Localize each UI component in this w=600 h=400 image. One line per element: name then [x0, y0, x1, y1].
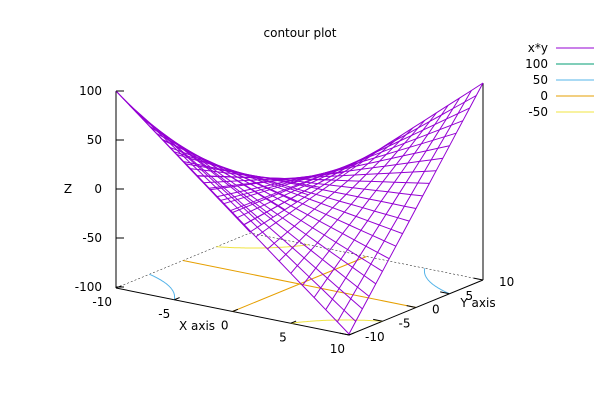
x-tick-mark — [174, 297, 180, 301]
base-back-edges — [115, 232, 484, 289]
legend-label: 100 — [525, 57, 548, 71]
y-axis-ticks: -10 -5 0 5 10 — [339, 275, 514, 344]
y-tick-label: -5 — [399, 316, 411, 330]
surface-mesh — [115, 82, 484, 335]
legend-label: 0 — [540, 89, 548, 103]
surface-line-y — [203, 170, 437, 184]
surface-line-x — [267, 134, 402, 250]
z-tick-label: -100 — [75, 280, 102, 294]
surface-line-y — [189, 168, 423, 197]
contour-line--50 — [216, 244, 309, 249]
z-tick-label: 0 — [94, 182, 102, 196]
y-tick-mark — [373, 318, 383, 322]
x-tick-label: -5 — [158, 307, 170, 321]
y-tick-mark — [473, 277, 484, 281]
surface-line-x — [336, 90, 472, 323]
x-tick-mark — [232, 308, 239, 312]
x-tick-mark — [115, 285, 122, 289]
y-tick-label: 10 — [499, 275, 514, 289]
y-tick-mark — [406, 305, 417, 308]
surface-line-x — [255, 142, 391, 238]
surface-line-x — [325, 97, 461, 310]
z-tick-label: 100 — [79, 84, 102, 98]
contour-line-50 — [149, 273, 176, 300]
z-tick-label: 50 — [87, 133, 102, 147]
contour-line--50 — [290, 319, 383, 324]
surface-line-y — [182, 161, 417, 209]
y-tick-mark — [440, 291, 450, 295]
z-axis: 100 50 0 -50 -100 — [75, 84, 124, 294]
surface-line-x — [278, 127, 414, 262]
contour-line-0 — [232, 256, 367, 312]
legend-label: x*y — [528, 41, 548, 55]
y-tick-label: 5 — [466, 289, 474, 303]
x-axis-label: X axis — [179, 319, 215, 333]
contour-lines — [149, 244, 450, 324]
surface-line-x — [348, 82, 484, 335]
x-tick-label: 5 — [279, 330, 287, 344]
x-tick-label: 0 — [221, 319, 229, 333]
legend-label: -50 — [528, 105, 548, 119]
contour-line-50 — [423, 268, 450, 295]
surface-line-y — [249, 82, 484, 233]
legend-label: 50 — [533, 73, 548, 87]
surface-line-x — [290, 119, 426, 274]
y-tick-label: -10 — [365, 330, 385, 344]
surface-line-x — [302, 112, 437, 286]
surface-line-x — [313, 105, 449, 298]
y-tick-label: 0 — [432, 303, 440, 317]
surface-line-y — [243, 95, 477, 226]
z-axis-label: Z — [64, 182, 72, 196]
surface-line-y — [196, 175, 430, 184]
y-axis-label: Y axis — [459, 296, 495, 310]
surface-line-y — [236, 107, 470, 219]
x-tick-label: 10 — [330, 342, 345, 356]
z-tick-label: -50 — [82, 231, 102, 245]
legend: x*y 100 50 0 -50 — [525, 41, 594, 119]
x-tick-mark — [290, 320, 297, 324]
x-tick-mark — [348, 332, 355, 336]
y-tick-mark — [339, 332, 350, 336]
chart-title: contour plot — [264, 26, 337, 40]
x-axis-ticks: -10 -5 0 5 10 — [92, 285, 355, 356]
base-plane — [115, 83, 484, 336]
x-tick-label: -10 — [92, 295, 112, 309]
